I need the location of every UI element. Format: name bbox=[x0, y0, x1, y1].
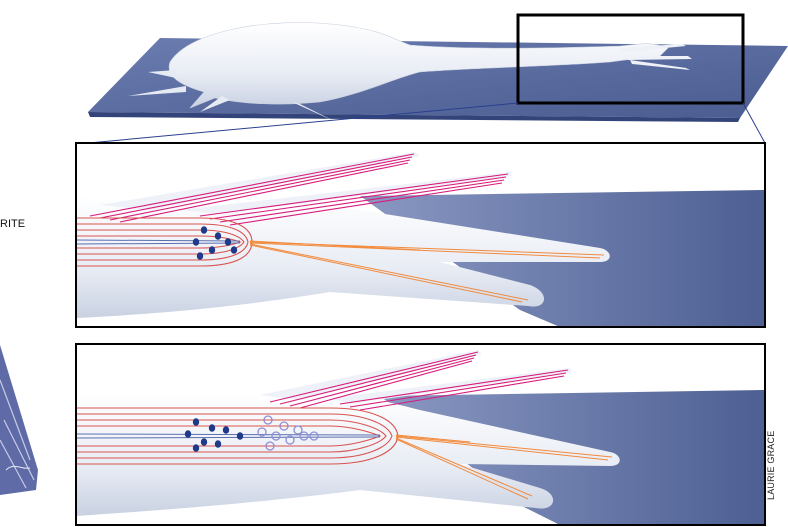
zoom-line-right bbox=[743, 103, 765, 143]
cell-overview-panel bbox=[78, 15, 788, 144]
credit-label: LAURIE GRACE bbox=[766, 431, 776, 500]
left-label: RITE bbox=[0, 218, 25, 230]
cropped-micrograph bbox=[0, 345, 38, 495]
growth-cone-panel-bottom bbox=[76, 344, 765, 525]
growth-cone-panel-top bbox=[76, 143, 765, 327]
